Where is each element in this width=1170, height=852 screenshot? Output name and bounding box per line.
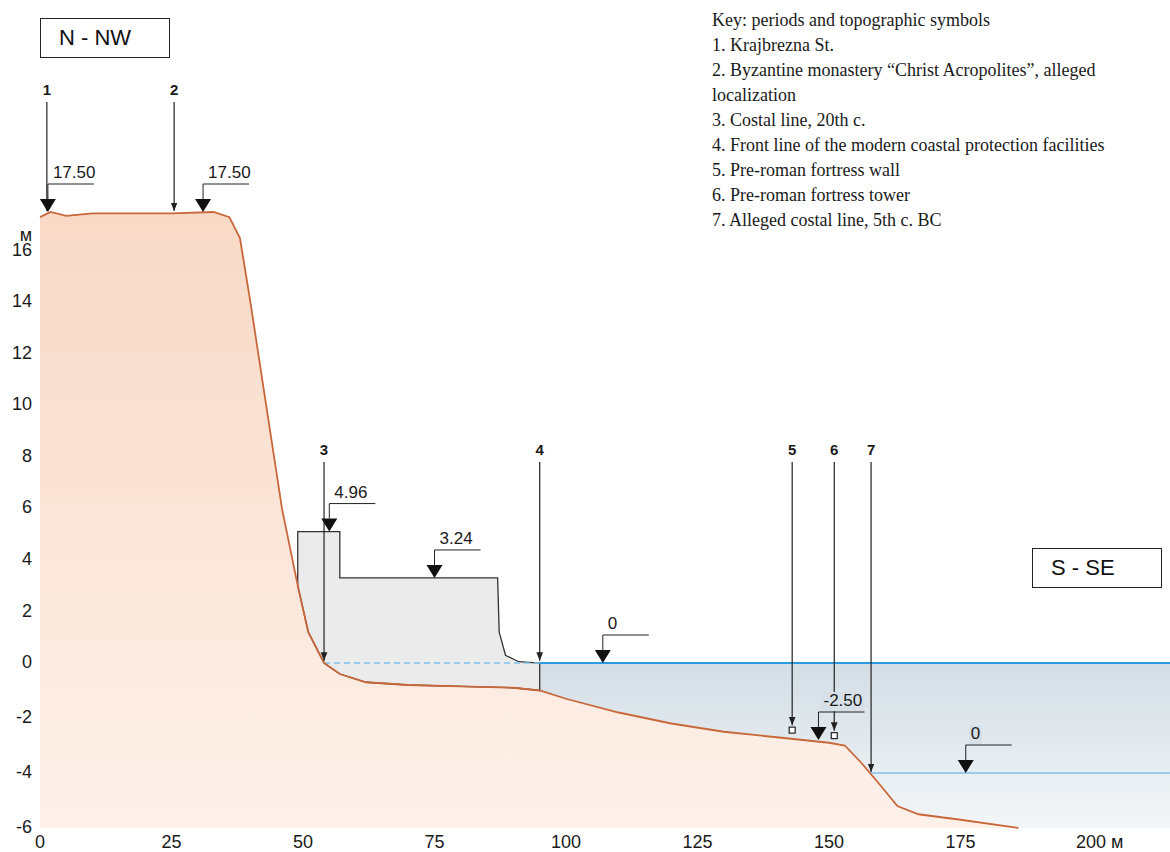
axis-tick: -4 [16, 763, 32, 783]
callout-leader [539, 462, 540, 661]
old-waterline [324, 662, 540, 664]
direction-label: S - SE [1051, 555, 1143, 581]
axis-tick: 0 [22, 653, 32, 673]
elevation-marker [321, 519, 337, 532]
axis-tick: 0 [35, 833, 45, 852]
axis-tick: 25 [161, 833, 181, 852]
axis-tick: 10 [12, 395, 32, 415]
elevation-marker [40, 199, 56, 212]
elevation-marker [810, 727, 826, 740]
sea-level-line [540, 662, 1170, 664]
elevation-marker [958, 760, 974, 773]
elevation-value: -2.50 [821, 692, 864, 711]
key-item: 6. Pre-roman fortress tower [712, 183, 1164, 208]
callout-leader [792, 462, 793, 725]
callout-leader [870, 462, 871, 772]
axis-tick: 12 [12, 344, 32, 364]
ruin-symbol [831, 733, 837, 739]
key-item: 3. Costal line, 20th c. [712, 108, 1164, 133]
elevation-value: 17.50 [51, 164, 98, 183]
elevation-leader [435, 550, 481, 565]
axis-tick: 16 [12, 241, 32, 261]
key-item: 1. Krajbrezna St. [712, 33, 1164, 58]
callout-number: 1 [43, 82, 51, 99]
key-item: 7. Alleged costal line, 5th c. BC [712, 208, 1164, 233]
axis-tick: 8 [22, 447, 32, 467]
elevation-leader [203, 184, 249, 199]
callout-leader [46, 102, 47, 211]
elevation-leader [603, 635, 649, 650]
direction-label: N - NW [59, 25, 151, 51]
callout-number: 4 [536, 442, 544, 459]
axis-tick: 175 [945, 833, 975, 852]
key-item: 5. Pre-roman fortress wall [712, 158, 1164, 183]
axis-tick: -6 [16, 818, 32, 838]
axis-tick: 125 [682, 833, 712, 852]
elevation-value: 0 [969, 725, 982, 744]
axis-tick: 150 [814, 833, 844, 852]
axis-tick: 14 [12, 292, 32, 312]
axis-tick: 4 [22, 550, 32, 570]
callout-number: 3 [320, 442, 328, 459]
elevation-value: 0 [606, 615, 619, 634]
land-fill [40, 212, 1018, 828]
callout-number: 6 [830, 442, 838, 459]
callout-number: 7 [867, 442, 875, 459]
key-item: 4. Front line of the modern coastal prot… [712, 133, 1164, 158]
axis-tick: 2 [22, 602, 32, 622]
axis-tick: 50 [293, 833, 313, 852]
direction-box: S - SE [1032, 548, 1162, 588]
elevation-marker [427, 565, 443, 578]
key-item: Key: periods and topographic symbols [712, 8, 1164, 33]
terrain-profile [40, 212, 1018, 828]
elevation-leader [818, 712, 864, 727]
elevation-leader [48, 184, 94, 199]
sea-water [540, 663, 1170, 828]
callout-number: 5 [788, 442, 796, 459]
callout-leader [323, 462, 324, 661]
callout-leader [174, 102, 175, 211]
elevation-value: 4.96 [332, 484, 369, 503]
elevation-leader [966, 745, 1012, 760]
elevation-value: 17.50 [206, 164, 253, 183]
direction-box: N - NW [40, 18, 170, 58]
modern-fill [298, 532, 540, 691]
key-item: 2. Byzantine monastery “Christ Acropolit… [712, 58, 1164, 108]
axis-tick: 200 м [1076, 833, 1123, 852]
callout-leader [834, 462, 835, 731]
axis-tick: 100 [551, 833, 581, 852]
ancient-sea-level-line [871, 772, 1170, 773]
axis-tick: 6 [22, 498, 32, 518]
elevation-value: 3.24 [438, 530, 475, 549]
ruin-symbol [789, 727, 795, 733]
axis-tick: -2 [16, 708, 32, 728]
elevation-leader [329, 504, 375, 519]
elevation-marker [595, 650, 611, 663]
callout-number: 2 [170, 82, 178, 99]
key-list: Key: periods and topographic symbols1. K… [712, 8, 1164, 233]
axis-tick: 75 [424, 833, 444, 852]
elevation-marker [195, 199, 211, 212]
